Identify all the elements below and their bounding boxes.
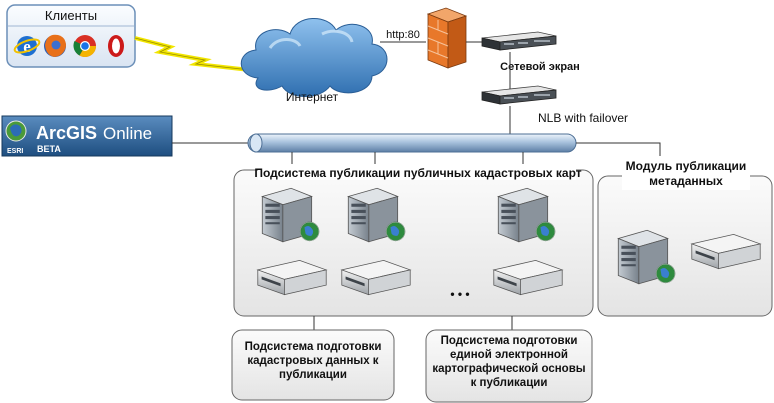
arcgis-online-logo: ESRI ArcGIS Online BETA [1, 115, 173, 157]
map-server-3 [497, 187, 556, 243]
carto-prep-line2: единой электронной [450, 349, 568, 361]
carto-prep-box [425, 329, 593, 403]
nlb-label: NLB with failover [538, 111, 628, 125]
cadastral-prep-box [231, 329, 395, 401]
esri-label: ESRI [7, 148, 23, 155]
public-maps-title: Подсистема публикации публичных кадастро… [254, 166, 581, 180]
protocol-label: http:80 [386, 29, 420, 41]
internet-cloud [240, 17, 388, 97]
firefox-icon [44, 34, 66, 57]
map-server-2 [347, 187, 406, 243]
firewall-icon [426, 7, 468, 69]
cadastral-prep-line1: Подсистема подготовки [245, 341, 382, 353]
carto-prep-line4: к публикации [471, 377, 548, 389]
metadata-title-line2: метаданных [649, 174, 723, 188]
cadastral-prep-line3: публикации [279, 369, 347, 381]
nlb-appliance [481, 85, 557, 105]
metadata-server [617, 229, 676, 285]
internet-label: Интернет [286, 90, 339, 104]
clients-group: Клиенты e [6, 4, 136, 68]
clients-box [6, 4, 136, 68]
arcgis-product: Online [103, 124, 152, 143]
carto-prep-line1: Подсистема подготовки [441, 335, 578, 347]
carto-prep-line3: картографической основы [432, 363, 585, 375]
opera-icon [108, 35, 124, 57]
svg-text:e: e [23, 37, 31, 56]
arcgis-brand: ArcGIS [36, 123, 97, 143]
firewall-label: Сетевой экран [500, 61, 580, 73]
more-servers-ellipsis: • • • [450, 287, 469, 301]
beta-badge: BETA [37, 144, 61, 154]
metadata-title-line1: Модуль публикации [626, 159, 747, 173]
globe-icon [5, 120, 27, 142]
firewall-appliance [481, 31, 557, 51]
internet-explorer-icon: e [13, 36, 41, 56]
map-server-1 [261, 187, 320, 243]
clients-title: Клиенты [45, 8, 97, 23]
cadastral-prep-line2: кадастровых данных к [247, 355, 378, 367]
chrome-icon [73, 35, 96, 57]
network-bus [247, 133, 577, 153]
